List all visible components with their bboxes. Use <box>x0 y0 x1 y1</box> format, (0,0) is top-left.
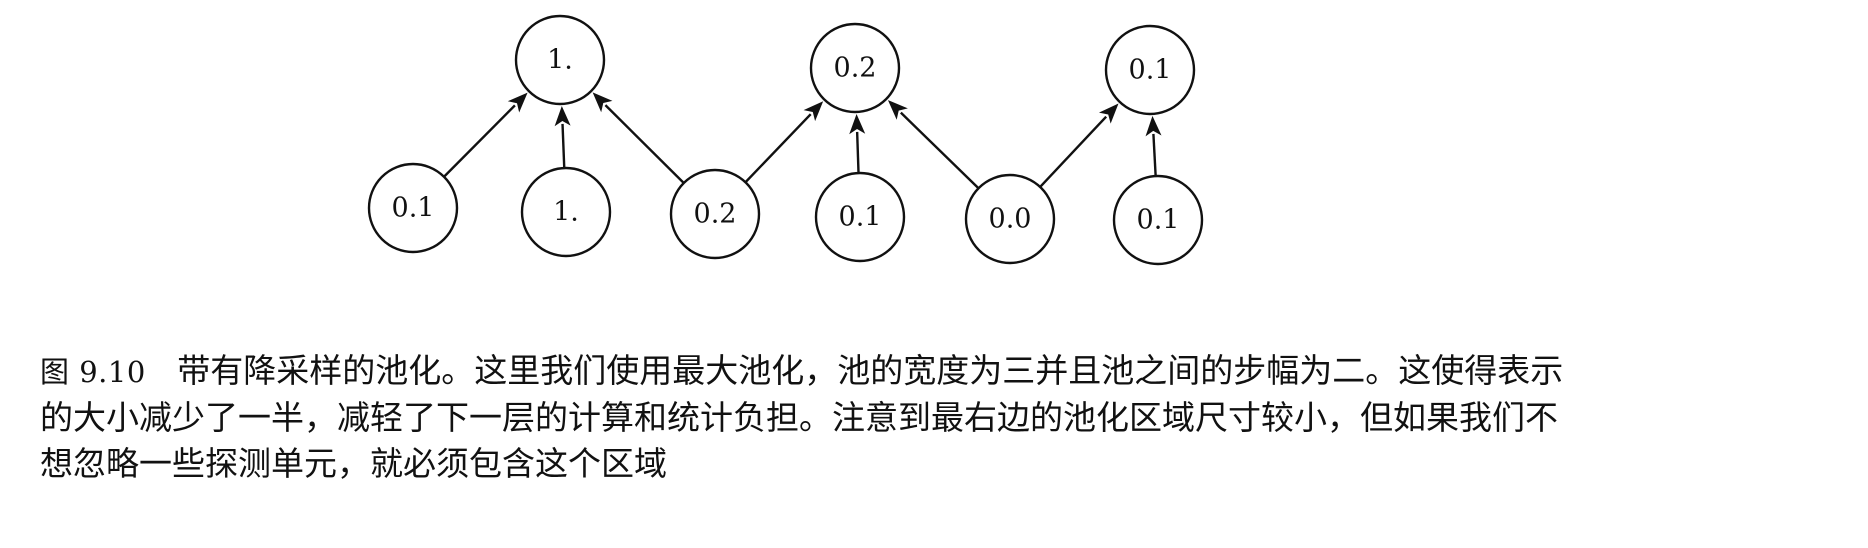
input-node-5-label: 0.0 <box>989 204 1032 235</box>
arrow-line <box>855 131 860 174</box>
arrowhead-icon <box>1098 103 1119 124</box>
arrow-8 <box>1145 115 1162 177</box>
arrowhead-icon <box>592 92 613 113</box>
figure-caption: 图 9.10 带有降采样的池化。这里我们使用最大池化，池的宽度为三并且池之间的步… <box>40 348 1840 487</box>
input-node-2-circle <box>520 166 612 258</box>
arrow-1 <box>443 92 528 178</box>
arrow-7 <box>1039 103 1119 188</box>
input-node-1-label: 0.1 <box>392 193 435 224</box>
figure-label: 图 9.10 <box>40 355 146 389</box>
arrow-line <box>561 123 566 169</box>
arrow-6 <box>887 100 980 190</box>
pooling-diagram: 1. 0.2 0.1 0.1 1. 0.2 0.1 0.0 0.1 <box>367 14 1204 266</box>
input-node-5: 0.0 <box>964 173 1056 265</box>
caption-line-3: 想忽略一些探测单元，就必须包含这个区域 <box>40 444 667 483</box>
arrowhead-icon <box>887 100 908 120</box>
arrowhead-icon <box>554 105 571 127</box>
input-node-6-circle <box>1112 174 1204 266</box>
input-node-2-label: 1. <box>553 197 579 228</box>
input-node-4: 0.1 <box>814 171 906 263</box>
arrow-4 <box>744 101 824 184</box>
input-node-5-circle <box>964 173 1056 265</box>
input-node-1: 0.1 <box>367 162 459 254</box>
input-node-1-circle <box>367 162 459 254</box>
input-node-3-label: 0.2 <box>694 199 737 230</box>
caption-text-1: 带有降采样的池化。这里我们使用最大池化，池的宽度为三并且池之间的步幅为二。这使得… <box>177 351 1564 390</box>
arrowhead-icon <box>803 101 824 122</box>
pooled-node-2-label: 0.2 <box>834 53 877 84</box>
caption-line-1: 图 9.10 带有降采样的池化。这里我们使用最大池化，池的宽度为三并且池之间的步… <box>40 348 1840 395</box>
pooled-node-1: 1. <box>514 14 606 106</box>
pooled-node-3-circle <box>1104 24 1196 116</box>
arrow-line <box>604 104 685 184</box>
pooled-node-1-label: 1. <box>547 45 573 76</box>
input-node-6: 0.1 <box>1112 174 1204 266</box>
arrow-line <box>1152 133 1157 177</box>
nodes: 1. 0.2 0.1 0.1 1. 0.2 0.1 0.0 0.1 <box>367 14 1204 266</box>
pooled-node-2: 0.2 <box>809 22 901 114</box>
input-node-4-label: 0.1 <box>839 202 882 233</box>
input-node-3: 0.2 <box>669 168 761 260</box>
pooled-node-3-label: 0.1 <box>1129 55 1172 86</box>
arrow-line <box>900 111 980 190</box>
arrowhead-icon <box>507 92 528 113</box>
input-node-6-label: 0.1 <box>1137 205 1180 236</box>
input-node-2: 1. <box>520 166 612 258</box>
arrow-5 <box>849 113 866 174</box>
pooled-node-1-circle <box>514 14 606 106</box>
input-node-3-circle <box>669 168 761 260</box>
arrow-3 <box>592 92 685 184</box>
arrow-line <box>1039 115 1108 188</box>
pooled-node-2-circle <box>809 22 901 114</box>
arrowhead-icon <box>1145 115 1162 137</box>
arrowhead-icon <box>849 113 866 135</box>
arrow-2 <box>554 105 571 169</box>
arrow-line <box>443 104 516 178</box>
arrow-line <box>744 113 812 184</box>
edges <box>443 92 1162 190</box>
caption-line-2: 的大小减少了一半，减轻了下一层的计算和统计负担。注意到最右边的池化区域尺寸较小，… <box>40 398 1558 437</box>
pooled-node-3: 0.1 <box>1104 24 1196 116</box>
input-node-4-circle <box>814 171 906 263</box>
